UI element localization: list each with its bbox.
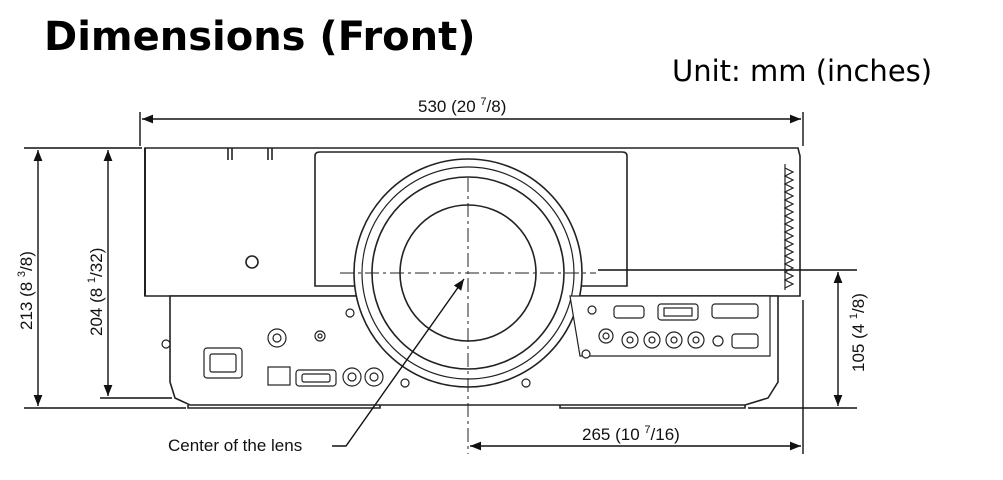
right-port-panel (521, 295, 771, 388)
dimension-lines (24, 112, 857, 454)
left-port-panel (161, 308, 410, 388)
width-dimension-label: 530 (20 7/8) (418, 96, 506, 116)
body-height-dimension-label: 204 (8 1/32) (86, 248, 106, 336)
lens-height-dimension-label: 105 (4 1/8) (848, 293, 868, 372)
lens-assembly (340, 158, 596, 454)
total-height-dimension-label: 213 (8 3/8) (16, 251, 36, 330)
lens-center-callout: Center of the lens (168, 436, 302, 455)
unit-label: Unit: mm (inches) (672, 54, 933, 88)
page-title: Dimensions (Front) (44, 14, 476, 60)
lens-offset-dimension-label: 265 (10 7/16) (582, 424, 680, 444)
